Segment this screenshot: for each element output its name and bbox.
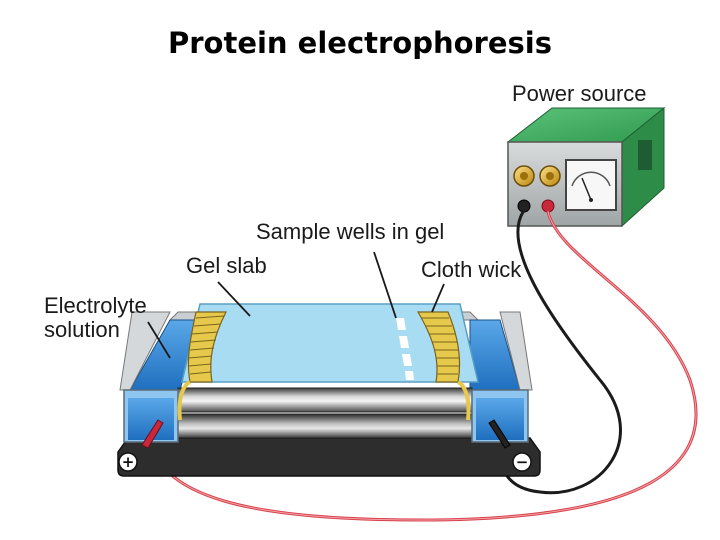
positive-terminal-label: +: [122, 453, 135, 471]
positive-plug-icon: [141, 419, 164, 449]
leader-electrolyte: [147, 321, 171, 359]
sample-wells: [396, 318, 414, 380]
black-jack-icon: [517, 199, 531, 213]
front-bar-top: [177, 387, 473, 413]
cloth-wicks: [177, 311, 471, 421]
negative-plug-icon: [488, 419, 511, 449]
apparatus-base: [117, 437, 541, 477]
leader-lines: [147, 251, 445, 359]
meter-icon: [565, 159, 617, 211]
wires: [148, 210, 698, 522]
label-electrolyte: Electrolyte solution: [44, 294, 147, 342]
negative-terminal-label: −: [516, 453, 529, 471]
electrophoresis-tank: [119, 303, 533, 449]
label-electrolyte-line2: solution: [44, 317, 120, 342]
right-cloth-wick: [416, 311, 471, 421]
leader-gel-slab: [217, 281, 251, 317]
page-title: Protein electrophoresis: [167, 26, 552, 60]
red-jack-icon: [541, 199, 555, 213]
positive-terminal-icon: [118, 452, 138, 472]
left-cloth-wick: [177, 311, 227, 421]
power-box-vent: [638, 140, 652, 170]
leader-cloth-wick: [431, 283, 445, 313]
label-electrolyte-line1: Electrolyte: [44, 293, 147, 318]
label-power-source: Power source: [512, 81, 647, 106]
negative-terminal-icon: [512, 452, 532, 472]
label-cloth-wick: Cloth wick: [421, 257, 522, 282]
label-gel-slab: Gel slab: [186, 253, 267, 278]
label-sample-wells: Sample wells in gel: [256, 219, 445, 244]
power-source-unit: [506, 106, 666, 228]
black-wire: [494, 210, 622, 495]
front-bar-bottom: [177, 413, 473, 439]
leader-sample-wells: [373, 251, 397, 319]
